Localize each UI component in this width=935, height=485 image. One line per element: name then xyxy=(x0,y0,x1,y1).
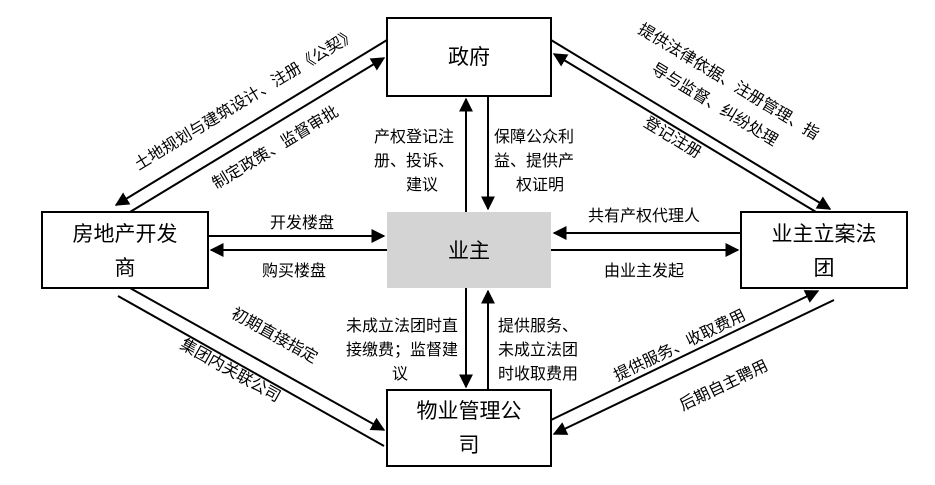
label-committee-to-gov: 登记注册 xyxy=(641,113,706,162)
node-developer-label-line1: 房地产开发 xyxy=(73,222,178,246)
arrow-dev-to-pm-1 xyxy=(129,287,386,431)
node-property-mgmt-label-line1: 物业管理公 xyxy=(417,399,522,423)
label-committee-to-owner: 共有产权代理人 xyxy=(588,206,700,225)
node-property-mgmt-label-line2: 司 xyxy=(459,433,480,457)
node-committee-label-line1: 业主立案法 xyxy=(772,222,877,246)
label-owner-to-committee: 由业主发起 xyxy=(604,261,684,280)
node-committee: 业主立案法 团 xyxy=(740,211,908,289)
label-owner-to-dev: 购买楼盘 xyxy=(262,261,326,280)
arrow-committee-to-gov xyxy=(552,53,817,213)
label-pm-to-owner-line2: 未成立法团 xyxy=(498,340,578,359)
node-owner: 业主 xyxy=(387,212,551,288)
label-owner-to-gov-line1: 产权登记注 xyxy=(374,127,454,146)
label-dev-to-pm-1: 初期直接指定 xyxy=(228,303,321,366)
label-owner-to-pm-line2: 接缴费；监督建 xyxy=(346,340,458,359)
arrow-dev-to-pm-2 xyxy=(117,295,385,447)
node-developer: 房地产开发 商 xyxy=(41,211,209,289)
label-owner-to-pm-line1: 未成立法团时直 xyxy=(346,316,458,335)
label-gov-to-owner-line1: 保障公众利 xyxy=(494,127,574,146)
node-developer-label-line2: 商 xyxy=(115,256,136,280)
label-dev-to-owner: 开发楼盘 xyxy=(270,213,334,232)
label-owner-to-gov-line3: 建议 xyxy=(406,175,438,194)
arrow-gov-to-dev xyxy=(114,39,388,206)
label-owner-to-gov-line2: 册、投诉、 xyxy=(374,151,454,170)
label-pm-to-owner-line1: 提供服务、 xyxy=(498,316,578,335)
arrow-committee-to-pm xyxy=(552,299,835,435)
arrow-dev-to-gov xyxy=(129,57,386,213)
node-government: 政府 xyxy=(386,17,552,97)
node-committee-label-line2: 团 xyxy=(814,256,835,280)
node-property-mgmt: 物业管理公 司 xyxy=(386,389,552,467)
arrow-gov-to-committee xyxy=(550,39,832,210)
label-owner-to-pm-line3: 议 xyxy=(392,364,408,383)
label-gov-to-owner-line2: 益、提供产 xyxy=(494,151,574,170)
node-owner-label: 业主 xyxy=(448,239,490,263)
label-gov-to-dev: 土地规划与建筑设计、注册《公契》 xyxy=(131,25,360,174)
arrow-pm-to-committee xyxy=(550,290,820,421)
label-committee-to-pm: 后期自主聘用 xyxy=(676,356,771,415)
label-pm-to-owner-line3: 时收取费用 xyxy=(498,364,578,383)
label-gov-to-owner-line3: 权证明 xyxy=(516,175,564,194)
node-government-label: 政府 xyxy=(448,45,490,69)
